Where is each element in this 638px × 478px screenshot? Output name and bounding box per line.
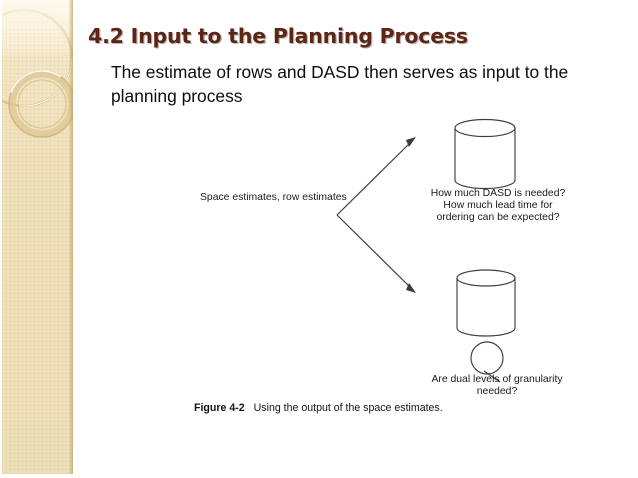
circle-q-icon <box>470 341 504 383</box>
page-title: 4.2 Input to the Planning Process <box>88 24 468 48</box>
figure-caption-text: Using the output of the space estimates. <box>253 402 443 414</box>
arrowhead-top <box>406 137 416 147</box>
sidebar-right-edge <box>69 0 73 474</box>
figure-diagram: Space estimates, row estimates How much … <box>190 110 590 420</box>
figure-top-branch-label: How much DASD is needed? How much lead t… <box>430 188 566 224</box>
cylinder-top-icon <box>454 118 516 190</box>
figure-bottom-branch-label: Are dual levels of granularity needed? <box>431 374 563 398</box>
sidebar-top-highlight <box>2 0 73 55</box>
figure-caption: Figure 4-2 Using the output of the space … <box>194 402 443 414</box>
branch-arrows <box>336 140 413 290</box>
figure-caption-number: Figure 4-2 <box>194 402 245 414</box>
arrowhead-bottom <box>406 283 416 293</box>
figure-source-label: Space estimates, row estimates <box>200 192 347 203</box>
cylinder-middle-icon <box>456 269 516 337</box>
decorative-sidebar <box>2 0 73 474</box>
sidebar-ring-decoration <box>2 0 73 138</box>
body-paragraph: The estimate of rows and DASD then serve… <box>111 62 569 106</box>
figure-graphics <box>336 118 516 383</box>
